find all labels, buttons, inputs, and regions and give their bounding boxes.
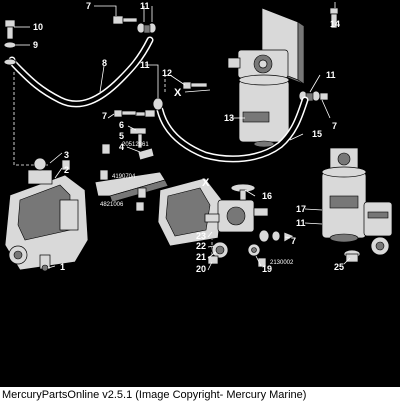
callout-1: 1 <box>60 262 65 272</box>
tag-3-box <box>99 169 109 181</box>
bolt-14 <box>329 7 339 29</box>
tag-box-lower <box>257 257 267 268</box>
cap-16 <box>230 183 256 201</box>
callout-17: 17 <box>296 204 306 214</box>
bolt-12 <box>182 81 208 90</box>
drain-cup-25 <box>343 236 390 263</box>
callout-9: 9 <box>33 40 38 50</box>
tag-box-mid <box>135 201 145 212</box>
callout-7: 7 <box>86 1 91 11</box>
callout-11: 11 <box>140 1 150 11</box>
pump-housing <box>157 177 223 247</box>
callout-19: 19 <box>262 264 272 274</box>
callout-13: 13 <box>224 113 234 123</box>
callout-3: 3 <box>64 150 69 160</box>
washer-19 <box>247 243 261 257</box>
clip-5 <box>137 147 155 161</box>
callout-11: 11 <box>140 60 150 70</box>
callout-labels: 7 10 9 8 11 14 11 12 11 7 7 6 13 15 5 4 … <box>33 1 344 274</box>
callout-16: 16 <box>262 191 272 201</box>
callout-6: 6 <box>119 120 124 130</box>
callout-4: 4 <box>119 142 124 152</box>
part-number: 4821006 <box>100 202 124 208</box>
marker-x-lower: X <box>202 177 210 189</box>
callout-23: 23 <box>196 231 206 241</box>
callout-22: 22 <box>196 241 206 251</box>
callout-7: 7 <box>291 236 296 246</box>
fuel-hose-8 <box>8 36 154 108</box>
callout-5: 5 <box>119 131 124 141</box>
filter-head <box>227 49 289 79</box>
filter-head-right <box>329 147 359 171</box>
callout-12: 12 <box>162 68 172 78</box>
banjo-fitting-mid <box>134 97 164 118</box>
seal-20-21 <box>207 241 229 265</box>
callout-8: 8 <box>102 58 107 68</box>
marker-x-upper: X <box>174 87 182 99</box>
callout-14: 14 <box>330 19 340 29</box>
callout-2: 2 <box>64 165 69 175</box>
part-number: 2130002 <box>270 260 294 266</box>
part-number: 20512861 <box>122 142 149 148</box>
support-bracket <box>94 171 169 203</box>
lift-pump <box>204 199 269 233</box>
tag-2 <box>61 159 71 171</box>
filter-element-right <box>363 201 393 237</box>
callout-25: 25 <box>334 262 344 272</box>
callout-10: 10 <box>33 22 43 32</box>
fuel-hose-15 <box>156 96 309 163</box>
washers-11-top <box>136 22 157 34</box>
leader-lines <box>14 2 351 271</box>
part-number-labels: 20512861 4190704 4821006 2130002 <box>100 142 294 266</box>
callout-11: 11 <box>296 218 306 228</box>
filter-cartridge-17 <box>321 166 367 243</box>
callout-7: 7 <box>332 121 337 131</box>
banjo-6 <box>129 127 147 149</box>
callout-20: 20 <box>196 264 206 274</box>
banjo-bolt-10 <box>4 19 16 40</box>
washer-9 <box>3 41 17 66</box>
tag-4-box <box>101 143 111 155</box>
part-number: 4190704 <box>112 174 136 180</box>
banjo-bolt-7-top <box>112 15 138 25</box>
parts-diagram: 7 10 9 8 11 14 11 12 11 7 7 6 13 15 5 4 … <box>3 1 393 274</box>
exploded-view-svg: 7 10 9 8 11 14 11 12 11 7 7 6 13 15 5 4 … <box>3 1 393 274</box>
fittings-right <box>258 229 295 243</box>
callout-21: 21 <box>196 252 206 262</box>
bolt-7-mid <box>113 109 137 118</box>
callout-15: 15 <box>312 129 322 139</box>
callout-7: 7 <box>102 111 107 121</box>
copyright-footer: MercuryPartsOnline v2.5.1 (Image Copyrig… <box>0 387 400 404</box>
callout-11: 11 <box>326 70 336 80</box>
filter-cartridge-13 <box>238 74 290 148</box>
injection-pump <box>4 157 89 272</box>
